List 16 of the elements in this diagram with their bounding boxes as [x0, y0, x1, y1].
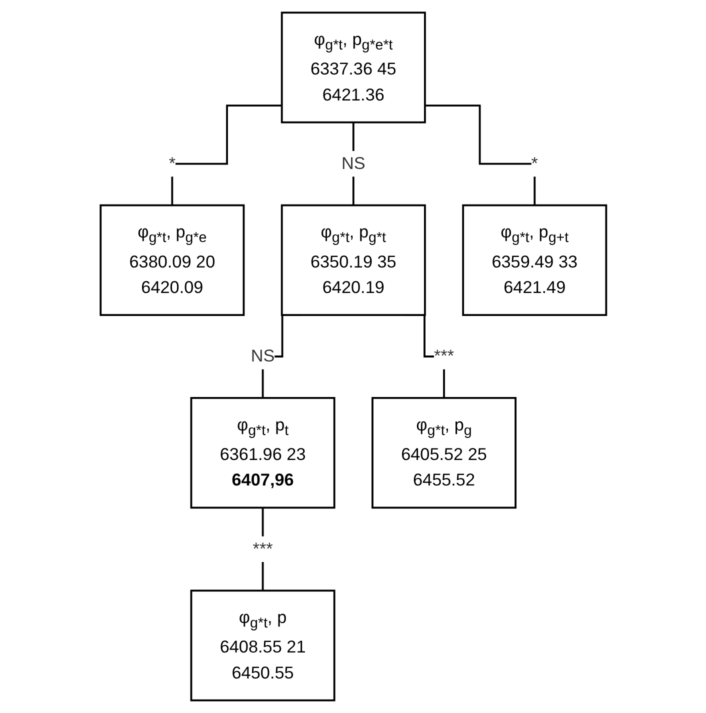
- node-box: [462, 204, 607, 316]
- edge-label: NS: [341, 154, 365, 173]
- edge-label: ***: [252, 539, 272, 558]
- tree-diagram: * NS * NS *** *** φ$_{g*t}$, p$_{g*e*t}$ 6337.36 45 6421.36 φ$_{g*t}$, p$_{g*e}$ 6380.09 20 6420.09 φ$_{g*t}$, p$_{g*t}$ 6350.19 35 6420.19 φ$_{g*t}$, p$_{g+t}$ 6359.49 33 6421.49 φ$_{g*t}$, p$_{t}$ 6361.96 23 6407,96 φ$_{g*t}$, p$_{g}$ 6405.52 25 6455.52 φ$_{g*t}$, p 6408.55 21 6450.55: [92, 5, 614, 708]
- edge-label: NS: [250, 346, 274, 366]
- node-box: [280, 204, 426, 316]
- edge-label: ***: [434, 346, 454, 366]
- edge-label: *: [168, 154, 176, 173]
- connector: [170, 104, 282, 206]
- node-box: [190, 590, 335, 702]
- node-box: [190, 397, 335, 509]
- connector: [424, 104, 536, 206]
- edge-label: *: [530, 154, 538, 173]
- node-box: [99, 204, 244, 316]
- node-box: [371, 397, 516, 509]
- node-box: [280, 12, 426, 124]
